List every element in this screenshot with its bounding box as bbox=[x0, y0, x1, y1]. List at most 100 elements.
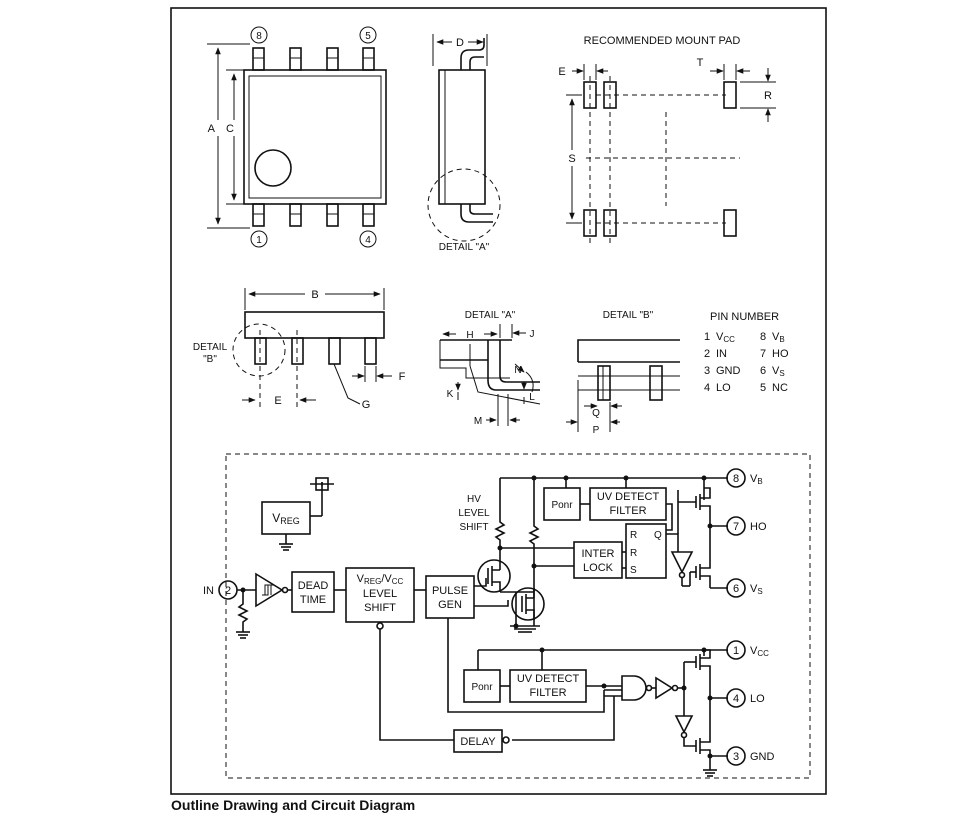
dim-n-label: N bbox=[514, 365, 521, 376]
pin-row-name-right: VB bbox=[772, 331, 785, 344]
pin-table-title: PIN NUMBER bbox=[710, 311, 779, 323]
uv-detect-hi-line1: UV DETECT bbox=[597, 491, 660, 503]
pin-1-circuit: 1 bbox=[733, 645, 739, 657]
pad-dim-r: R bbox=[764, 90, 772, 102]
pin-6-label-sub: S bbox=[757, 587, 762, 596]
pin-3-circuit: 3 bbox=[733, 751, 739, 763]
detail-b-ref-line1: DETAIL bbox=[193, 342, 228, 353]
pin-row-name-left: LO bbox=[716, 382, 731, 394]
dim-l-label: L bbox=[529, 392, 535, 403]
pin-1-label-main: V bbox=[750, 645, 758, 657]
nand-gate bbox=[621, 675, 647, 701]
dim-m-label: M bbox=[474, 416, 482, 427]
pin-8-label-sub: B bbox=[757, 477, 762, 486]
vreg-label: VREG bbox=[272, 511, 300, 526]
detail-b-ref-line2: "B" bbox=[203, 354, 217, 365]
hv-level-shift-line1: HV bbox=[467, 494, 481, 505]
dim-f-label: F bbox=[399, 371, 406, 383]
ponr-hi-label: Ponr bbox=[551, 500, 573, 511]
dim-d-label: D bbox=[456, 37, 464, 49]
dim-q-label: Q bbox=[592, 408, 600, 419]
pin1-dot bbox=[254, 149, 292, 187]
figure-frame bbox=[170, 7, 827, 795]
pin-7-label: HO bbox=[750, 521, 767, 533]
pin-row-num-right: 6 bbox=[760, 365, 766, 377]
pin-row-name-right-main: V bbox=[772, 331, 780, 343]
dead-time-line1: DEAD bbox=[298, 580, 329, 592]
dim-k-label: K bbox=[447, 389, 454, 400]
pin-7-circuit: 7 bbox=[733, 521, 739, 533]
pin-row-num-right: 5 bbox=[760, 382, 766, 394]
package-top-view bbox=[207, 26, 387, 248]
figure-caption: Outline Drawing and Circuit Diagram bbox=[171, 797, 416, 813]
pin-row: 1 VCC 8 VB bbox=[704, 331, 785, 344]
pin-4-label: LO bbox=[750, 693, 765, 705]
pin-5-number: 5 bbox=[365, 31, 371, 42]
dim-p-label: P bbox=[593, 425, 600, 436]
pin-row-name-left: IN bbox=[716, 348, 727, 360]
pin-row-num-left: 2 bbox=[704, 348, 710, 360]
in-label: IN bbox=[203, 585, 214, 597]
pin-6-label-main: V bbox=[750, 583, 758, 595]
pin-row-name-left-sub: CC bbox=[723, 335, 735, 344]
pin-6-label: VS bbox=[750, 583, 763, 596]
pin-row-num-left: 1 bbox=[704, 331, 710, 343]
delay-label: DELAY bbox=[460, 736, 496, 748]
pin-8-circuit: 8 bbox=[733, 473, 739, 485]
pin-8-label-main: V bbox=[750, 473, 758, 485]
pad-dim-s: S bbox=[568, 153, 575, 165]
uv-detect-lo-line1: UV DETECT bbox=[517, 673, 580, 685]
pin-6-circuit: 6 bbox=[733, 583, 739, 595]
pad-dim-t: T bbox=[697, 57, 704, 69]
latch-r-top: R bbox=[630, 530, 637, 541]
dim-j-label: J bbox=[530, 329, 535, 340]
dim-a-label: A bbox=[208, 123, 216, 135]
pin-4-circuit: 4 bbox=[733, 693, 739, 705]
hv-level-shift-line3: SHIFT bbox=[460, 522, 489, 533]
vreg-label-sub: REG bbox=[280, 516, 300, 526]
pin-4-number: 4 bbox=[365, 235, 371, 246]
interlock-line1: INTER bbox=[582, 548, 615, 560]
pin-row-name-left: VCC bbox=[716, 331, 735, 344]
detail-a-title: DETAIL "A" bbox=[465, 310, 516, 321]
level-shift-line2: LEVEL bbox=[363, 588, 397, 600]
ponr-lo-label: Ponr bbox=[471, 682, 493, 693]
detail-b-title: DETAIL "B" bbox=[603, 310, 654, 321]
ls-sub1: REG bbox=[364, 577, 381, 586]
in-pin-number: 2 bbox=[225, 585, 231, 597]
pin-row-num-left: 4 bbox=[704, 382, 710, 394]
vreg-label-main: V bbox=[272, 511, 280, 525]
hv-level-shift-line2: LEVEL bbox=[458, 508, 490, 519]
pin-row: 4 LO 5 NC bbox=[704, 382, 788, 394]
dim-c-label: C bbox=[226, 123, 234, 135]
latch-s: S bbox=[630, 565, 637, 576]
detail-a-reference: DETAIL "A" bbox=[439, 242, 490, 253]
pin-row-name-right-main: V bbox=[772, 365, 780, 377]
dead-time-line2: TIME bbox=[300, 594, 326, 606]
package-end-view bbox=[232, 288, 392, 410]
pin-row: 2 IN 7 HO bbox=[704, 348, 789, 360]
uv-detect-hi-line2: FILTER bbox=[609, 505, 646, 517]
mount-pad-drawing bbox=[566, 64, 776, 244]
detail-b-drawing bbox=[566, 339, 680, 432]
pin-row-name-right: HO bbox=[772, 348, 789, 360]
schmitt-buffer bbox=[255, 572, 284, 608]
pin-1-label: VCC bbox=[750, 645, 769, 658]
pulse-gen-line1: PULSE bbox=[432, 585, 468, 597]
level-shift-line3: SHIFT bbox=[364, 602, 396, 614]
pin-row-name-left: GND bbox=[716, 365, 741, 377]
pin-1-number: 1 bbox=[256, 235, 262, 246]
dim-e-label-end: E bbox=[274, 395, 281, 407]
pin-row: 3 GND 6 VS bbox=[704, 365, 785, 378]
pulse-gen-line2: GEN bbox=[438, 599, 462, 611]
interlock-line2: LOCK bbox=[583, 562, 614, 574]
pin-number-table: PIN NUMBER 1 VCC 8 VB 2 IN 7 HO 3 GND 6 … bbox=[704, 311, 789, 394]
pin-8-label: VB bbox=[750, 473, 763, 486]
dim-g-label: G bbox=[362, 399, 371, 411]
ls-slash: /V bbox=[381, 573, 392, 585]
detail-a-drawing bbox=[439, 324, 541, 426]
pin-3-label: GND bbox=[750, 751, 775, 763]
dim-b-label: B bbox=[311, 289, 318, 301]
ls-v1: V bbox=[357, 573, 365, 585]
